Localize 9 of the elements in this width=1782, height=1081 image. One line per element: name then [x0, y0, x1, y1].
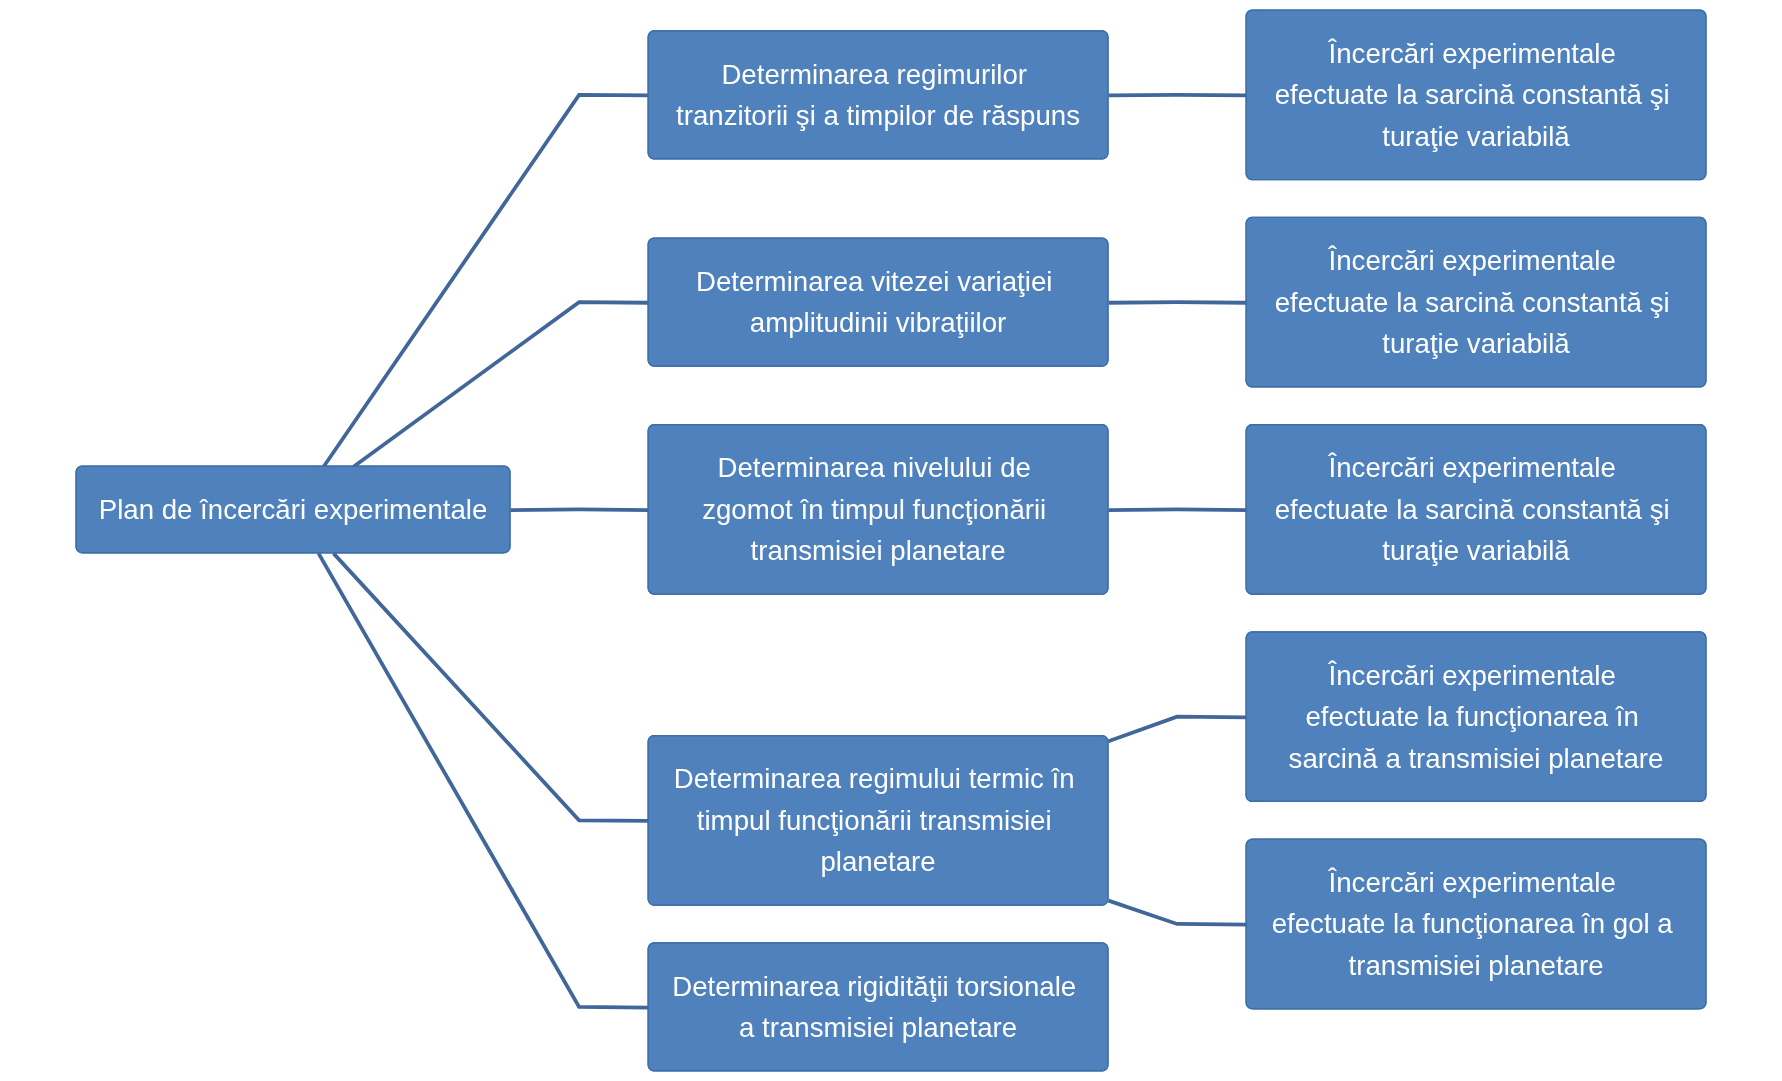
connector	[1108, 300, 1247, 305]
connector	[1107, 714, 1247, 744]
connector	[332, 552, 649, 823]
connector	[1107, 898, 1247, 927]
connector	[322, 92, 649, 468]
connector	[510, 507, 649, 512]
connector	[1108, 92, 1247, 98]
connector	[316, 552, 649, 1010]
connector	[1108, 507, 1247, 512]
